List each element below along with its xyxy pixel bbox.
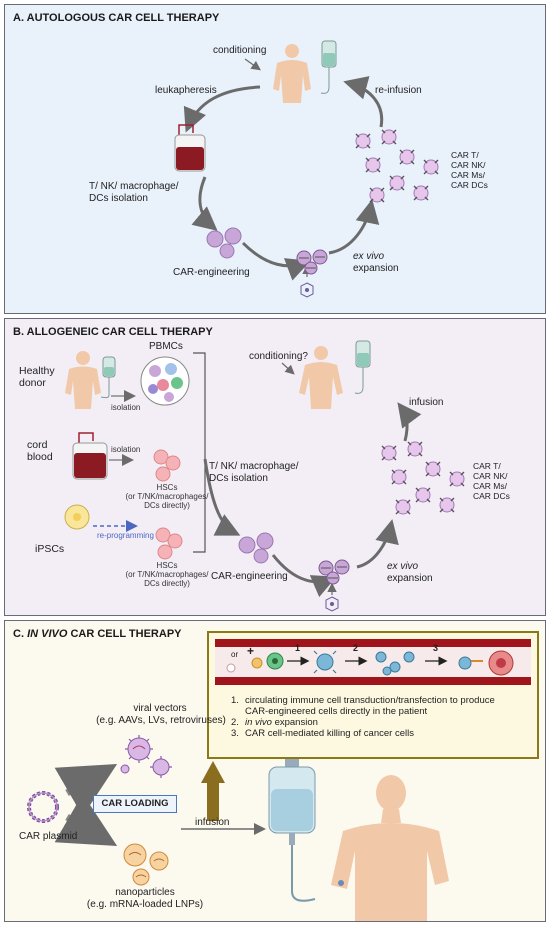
hscs-1-block: HSCs (or T/NK/macrophages/ DCs directly) <box>117 483 217 510</box>
label-hscs-2-note-1: (or T/NK/macrophages/ <box>125 570 209 579</box>
label-donor: donor <box>19 377 46 389</box>
hscs-cells-2-icon <box>155 527 183 560</box>
label-isolation-line1: T/ NK/ macrophage/ <box>89 181 179 192</box>
product-car-ms: CAR Ms/ <box>473 481 507 491</box>
label-infusion: infusion <box>195 817 230 828</box>
ipsc-cell-icon <box>64 504 90 530</box>
label-hscs-1-note-1: (or T/NK/macrophages/ <box>125 492 209 501</box>
car-cell-cluster-icon <box>355 129 439 203</box>
virus-icon <box>300 282 314 298</box>
engineered-cells-icon <box>318 559 350 585</box>
label-nano-line1: nanoparticles <box>115 887 175 898</box>
products-list: CAR T/ CAR NK/ CAR Ms/ CAR DCs <box>451 150 488 190</box>
panel-c-title-prefix: C. <box>13 628 28 640</box>
blood-vessel-icon <box>215 639 531 685</box>
product-car-ms: CAR Ms/ <box>451 170 485 180</box>
panel-c-title-suffix: CAR CELL THERAPY <box>67 628 182 640</box>
nanoparticles-icon <box>123 843 169 886</box>
panel-allogeneic: B. ALLOGENEIC CAR CELL THERAPY Healthy d… <box>4 318 546 616</box>
viral-vectors-icon <box>120 735 172 778</box>
panel-in-vivo: C. IN VIVO CAR CELL THERAPY or <box>4 620 546 922</box>
patient-person-icon <box>273 44 311 103</box>
infusion-bag-icon <box>268 759 316 902</box>
vessel-step-1: 1 <box>295 643 301 653</box>
process-step-2: 2.in vivo expansion <box>231 717 318 728</box>
donor-iv-bag-icon <box>101 356 116 399</box>
label-car-engineering: CAR-engineering <box>211 571 288 582</box>
label-nano-line2: (e.g. mRNA-loaded LNPs) <box>86 899 204 910</box>
label-isolation-1: isolation <box>111 403 141 412</box>
isolated-cells-icon <box>238 532 274 564</box>
label-reinfusion: re-infusion <box>375 85 422 96</box>
label-viral-line2: (e.g. AAVs, LVs, retroviruses) <box>96 715 226 726</box>
label-healthy: Healthy <box>19 365 55 377</box>
cord-blood-bag-icon <box>72 432 108 480</box>
panel-c-title-italic: IN VIVO <box>27 628 68 640</box>
label-hscs-1: HSCs <box>156 483 178 492</box>
label-hscs-2-note-2: DCs directly) <box>144 579 190 588</box>
engineered-cells-icon <box>296 249 328 275</box>
products-list: CAR T/ CAR NK/ CAR Ms/ CAR DCs <box>473 461 510 501</box>
product-car-nk: CAR NK/ <box>451 160 486 170</box>
label-hscs-2: HSCs <box>156 561 178 570</box>
in-vivo-process-box: or + 1 2 3 1.circulating immune cell tra… <box>207 631 539 759</box>
recipient-person-icon <box>299 346 343 409</box>
car-loading-box: CAR LOADING <box>93 795 177 813</box>
label-expansion: expansion <box>353 263 399 274</box>
label-ex-vivo: ex vivo <box>353 251 385 262</box>
label-pbmcs: PBMCs <box>149 341 183 352</box>
label-conditioning: conditioning? <box>249 351 308 362</box>
label-hscs-1-note-2: DCs directly) <box>144 501 190 510</box>
label-blood: blood <box>27 451 53 463</box>
product-car-dcs: CAR DCs <box>473 491 510 501</box>
label-car-plasmid: CAR plasmid <box>19 831 78 842</box>
label-leukapheresis: leukapheresis <box>155 85 217 96</box>
label-cord: cord <box>27 439 48 451</box>
label-expansion: expansion <box>387 573 433 584</box>
label-ipscs: iPSCs <box>35 543 65 555</box>
panel-c-title: C. IN VIVO CAR CELL THERAPY <box>13 628 182 640</box>
product-car-t: CAR T/ <box>473 461 501 471</box>
product-car-nk: CAR NK/ <box>473 471 508 481</box>
vessel-or-label: or <box>231 650 239 659</box>
recipient-iv-bag-icon <box>354 340 371 394</box>
vessel-plus-label: + <box>247 644 255 658</box>
vessel-step-3: 3 <box>433 643 439 653</box>
product-car-t: CAR T/ <box>451 150 479 160</box>
process-step-1: 1.circulating immune cell transduction/t… <box>231 695 495 706</box>
product-car-dcs: CAR DCs <box>451 180 488 190</box>
plasmid-icon <box>27 791 59 823</box>
label-viral-line1: viral vectors <box>133 703 187 714</box>
label-ex-vivo: ex vivo <box>387 561 419 572</box>
panel-a-title: A. AUTOLOGOUS CAR CELL THERAPY <box>13 12 220 24</box>
hscs-cells-icon <box>153 449 181 482</box>
hscs-2-block: HSCs (or T/NK/macrophages/ DCs directly) <box>117 561 217 588</box>
patient-person-icon <box>331 775 449 921</box>
isolated-cells-icon <box>206 227 242 259</box>
panel-autologous: A. AUTOLOGOUS CAR CELL THERAPY condition… <box>4 4 546 314</box>
pbmcs-icon <box>140 356 190 406</box>
process-step-1-cont: CAR-engineered cells directly in the pat… <box>245 706 428 717</box>
donor-person-icon <box>65 351 101 409</box>
label-conditioning: conditioning <box>213 45 267 56</box>
virus-icon <box>325 596 339 612</box>
car-cell-cluster-icon <box>381 441 465 515</box>
blood-bag-icon <box>174 124 206 172</box>
label-infusion: infusion <box>409 397 444 408</box>
label-isolation-line1: T/ NK/ macrophage/ <box>209 461 299 472</box>
label-car-engineering: CAR-engineering <box>173 267 250 278</box>
panel-b-title: B. ALLOGENEIC CAR CELL THERAPY <box>13 326 213 338</box>
label-reprogramming: re-programming <box>97 531 154 540</box>
iv-bag-icon <box>320 40 337 94</box>
vessel-step-2: 2 <box>353 643 359 653</box>
label-isolation-2: isolation <box>111 445 141 454</box>
process-step-3: 3.CAR cell-mediated killing of cancer ce… <box>231 728 414 739</box>
label-isolation-line2: DCs isolation <box>209 473 268 484</box>
label-isolation-line2: DCs isolation <box>89 193 148 204</box>
process-steps-list: 1.circulating immune cell transduction/t… <box>231 695 495 739</box>
